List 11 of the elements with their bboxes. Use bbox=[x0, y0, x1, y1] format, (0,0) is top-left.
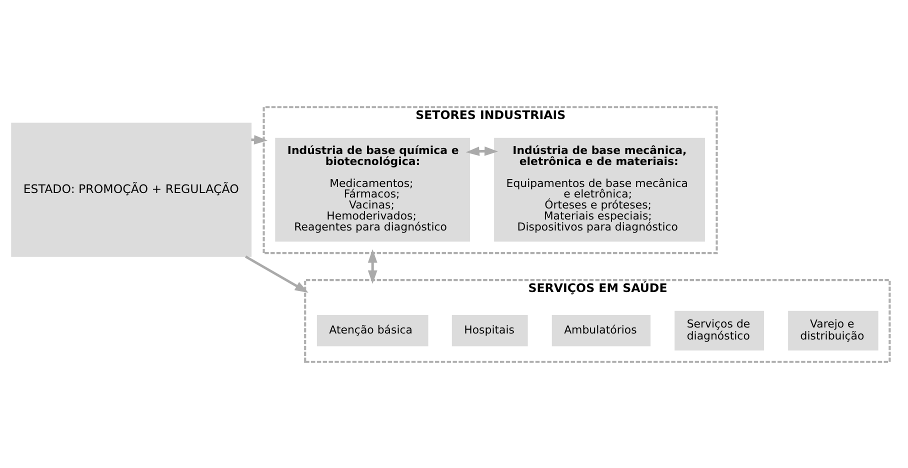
node-box: Varejo e distribuição bbox=[788, 310, 878, 350]
node-box: Indústria de base mecânica, eletrônica e de materiais: Equipamentos de base mecânica e eletrônica; Órteses e próteses; Materiais especiais; Dispositivos para diagnóstico bbox=[494, 137, 705, 242]
arrow bbox=[244, 254, 308, 292]
arrow bbox=[368, 248, 378, 284]
arrow bbox=[466, 146, 498, 156]
node-box: Hospitais bbox=[452, 314, 528, 346]
node-box: Atenção básica bbox=[316, 314, 428, 346]
node-box: Indústria de base química e biotecnológica: Medicamentos; Fármacos; Vacinas; Hemoderivados; Reagentes para diagnóstico bbox=[275, 137, 470, 242]
node-box: Ambulatórios bbox=[552, 314, 651, 346]
node-box: ESTADO: PROMOÇÃO + REGULAÇÃO bbox=[11, 122, 252, 256]
node-box: Serviços de diagnóstico bbox=[674, 310, 764, 350]
